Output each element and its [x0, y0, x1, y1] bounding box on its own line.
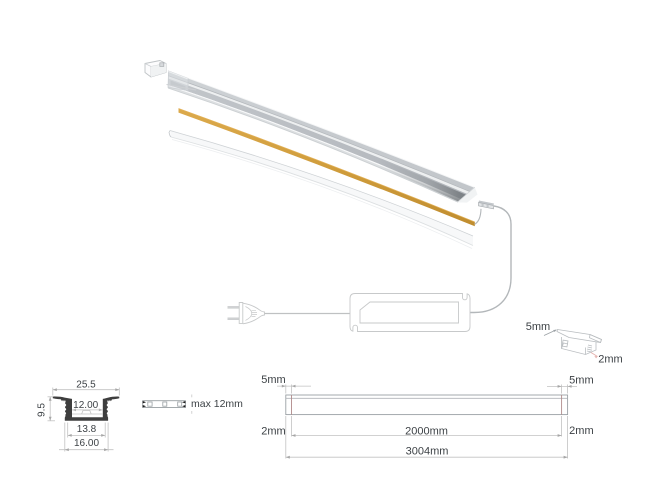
svg-text:13.8: 13.8	[77, 424, 97, 435]
svg-text:5mm: 5mm	[569, 375, 593, 387]
svg-text:12.00: 12.00	[73, 400, 98, 411]
svg-text:9.5: 9.5	[37, 403, 48, 417]
svg-text:max 12mm: max 12mm	[191, 398, 243, 410]
svg-text:5mm: 5mm	[261, 374, 285, 386]
svg-text:3004mm: 3004mm	[406, 445, 449, 457]
svg-text:5mm: 5mm	[526, 321, 550, 333]
svg-text:25.5: 25.5	[76, 379, 96, 390]
svg-text:2mm: 2mm	[598, 354, 622, 366]
svg-text:2mm: 2mm	[569, 425, 593, 437]
svg-text:16.00: 16.00	[74, 438, 99, 449]
svg-text:2000mm: 2000mm	[405, 426, 448, 438]
svg-text:2mm: 2mm	[261, 426, 285, 438]
